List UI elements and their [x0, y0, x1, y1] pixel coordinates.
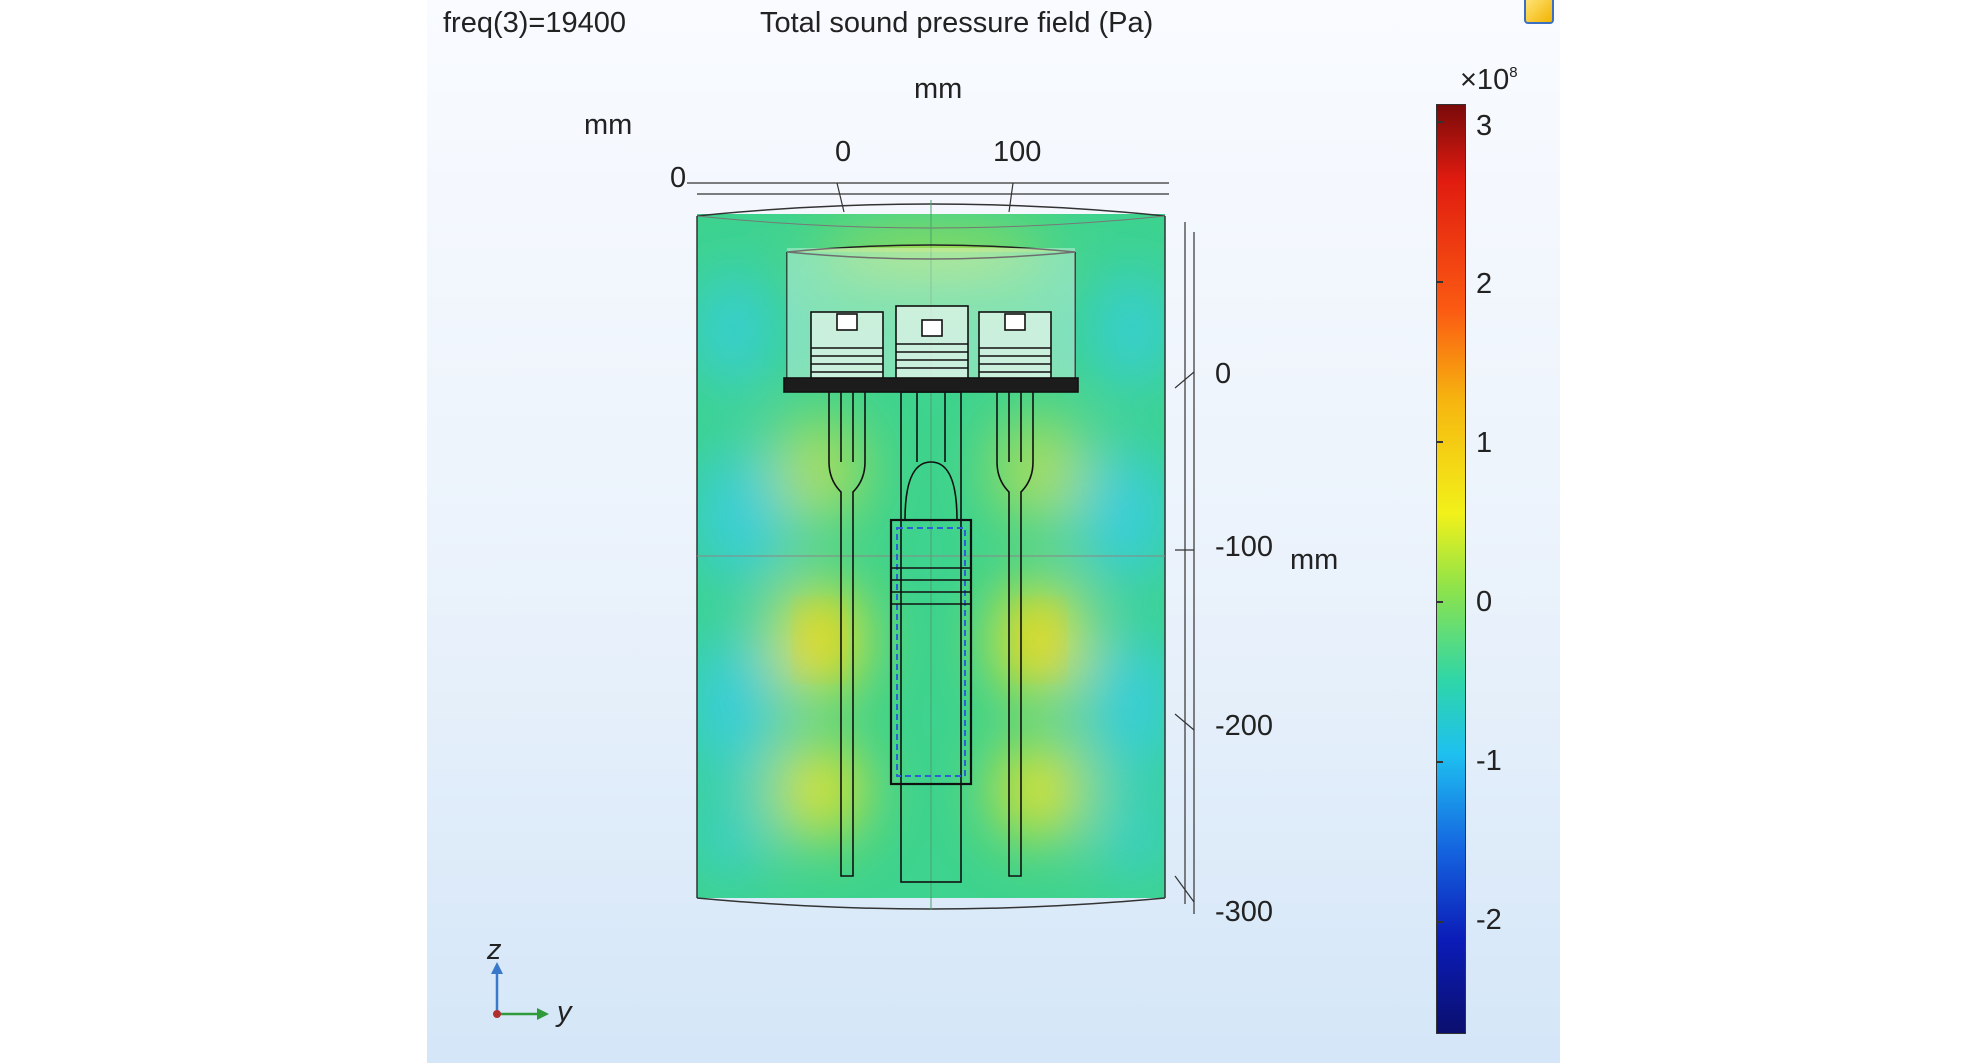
top-axis-tick-100: 100	[993, 136, 1042, 168]
triad-z-label: z	[487, 934, 502, 966]
right-axis-tick-0: 0	[1215, 358, 1232, 390]
graphics-toolbar-icon[interactable]	[1524, 0, 1554, 24]
colorbar-tick-mark	[1437, 121, 1443, 123]
colorbar-tick-mark	[1437, 281, 1443, 283]
horn-rods	[828, 391, 1034, 883]
colorbar-tick-mark	[1437, 761, 1443, 763]
right-axis-tick-minus-200: -200	[1215, 710, 1274, 742]
left-axis-unit: mm	[584, 109, 633, 141]
right-axis-tick-minus-100: -100	[1215, 531, 1274, 563]
colorbar-tick-1: 1	[1476, 427, 1493, 459]
colorbar-tick-3: 3	[1476, 110, 1493, 142]
graphics-viewport[interactable]: freq(3)=19400 Total sound pressure field…	[427, 0, 1560, 1063]
colorbar-multiplier-exponent: 8	[1509, 64, 1518, 81]
axis-triad-icon	[491, 962, 549, 1020]
parameter-label: freq(3)=19400	[443, 7, 626, 39]
colorbar	[1436, 104, 1466, 1034]
top-axis-unit: mm	[914, 73, 963, 105]
triad-y-label: y	[557, 996, 572, 1028]
colorbar-tick-2: 2	[1476, 268, 1493, 300]
geometry-plot[interactable]	[427, 0, 1560, 1063]
colorbar-multiplier-base: ×10	[1460, 64, 1510, 96]
colorbar-tick-mark	[1437, 921, 1443, 923]
colorbar-tick-minus-1: -1	[1476, 745, 1502, 777]
right-axis-unit: mm	[1290, 544, 1339, 576]
top-axis-tick-0: 0	[835, 136, 852, 168]
transducer-heads	[783, 305, 1079, 393]
plot-title: Total sound pressure field (Pa)	[760, 7, 1154, 39]
colorbar-tick-0: 0	[1476, 586, 1493, 618]
axis-frame	[687, 182, 1195, 914]
colorbar-tick-mark	[1437, 441, 1443, 443]
left-axis-tick-0: 0	[670, 162, 687, 194]
colorbar-multiplier: ×108	[1460, 64, 1518, 97]
colorbar-tick-mark	[1437, 601, 1443, 603]
right-axis-tick-minus-300: -300	[1215, 896, 1274, 928]
colorbar-tick-minus-2: -2	[1476, 904, 1502, 936]
